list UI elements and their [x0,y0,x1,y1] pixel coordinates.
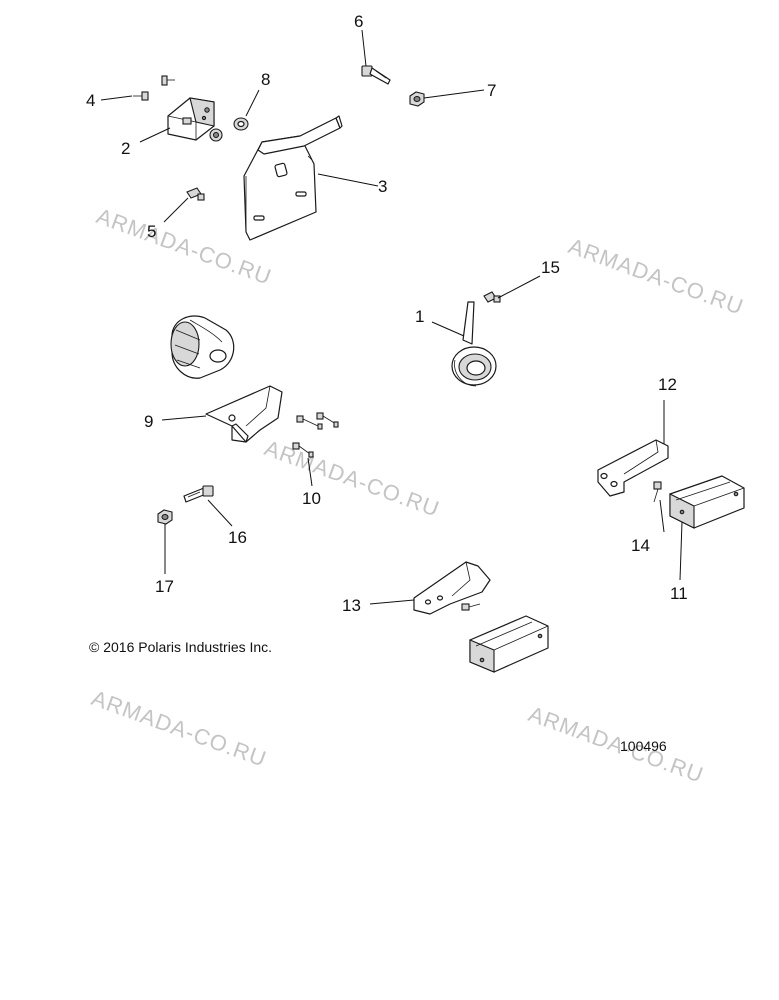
callout-16: 16 [228,528,247,547]
callout-2: 2 [121,139,130,158]
callout-7: 7 [487,81,496,100]
watermark-4: ARMADA-CO.RU [88,685,270,772]
callout-8: 8 [261,70,270,89]
watermark-3: ARMADA-CO.RU [261,435,443,522]
part-10-screws [292,412,339,458]
part-12-light-bracket [597,439,669,497]
part-5-bolt [186,187,205,201]
part-16-bolt [183,485,214,503]
callout-13: 13 [342,596,361,615]
part-11-light [669,475,745,529]
callout-5: 5 [147,222,156,241]
callout-11: 11 [670,584,688,603]
callouts: 4 2 8 3 5 6 7 15 1 9 10 12 14 11 13 16 1… [86,12,688,615]
part-7-nut [409,91,425,107]
part-6-long-bolt [361,65,391,85]
part-3-plate-bracket [243,115,343,241]
watermark-2: ARMADA-CO.RU [565,233,747,320]
callout-9: 9 [144,412,153,431]
callout-17: 17 [155,577,174,596]
part-14-screw [653,481,662,503]
callout-6: 6 [354,12,363,31]
diagram-id: 100496 [620,738,667,754]
part-13-light-bracket [413,561,491,615]
callout-1: 1 [415,307,424,326]
fan-motor-assembly [170,315,235,379]
callout-10: 10 [302,489,321,508]
part-8-washer [209,117,249,142]
part-17-nut [157,509,173,525]
lower-light [469,615,549,673]
part-15-screw [483,291,501,303]
part-2-switch-block [167,97,215,141]
part-9-bracket [205,385,283,443]
callout-4: 4 [86,91,95,110]
part-1-horn [451,301,497,387]
part-4-screw [133,75,175,101]
watermark-5: ARMADA-CO.RU [525,701,707,788]
callout-12: 12 [658,375,677,394]
callout-14: 14 [631,536,650,555]
callout-3: 3 [378,177,387,196]
part-13-screw [461,603,481,611]
callout-15: 15 [541,258,560,277]
leader-lines [100,29,683,605]
copyright-text: © 2016 Polaris Industries Inc. [89,639,272,655]
